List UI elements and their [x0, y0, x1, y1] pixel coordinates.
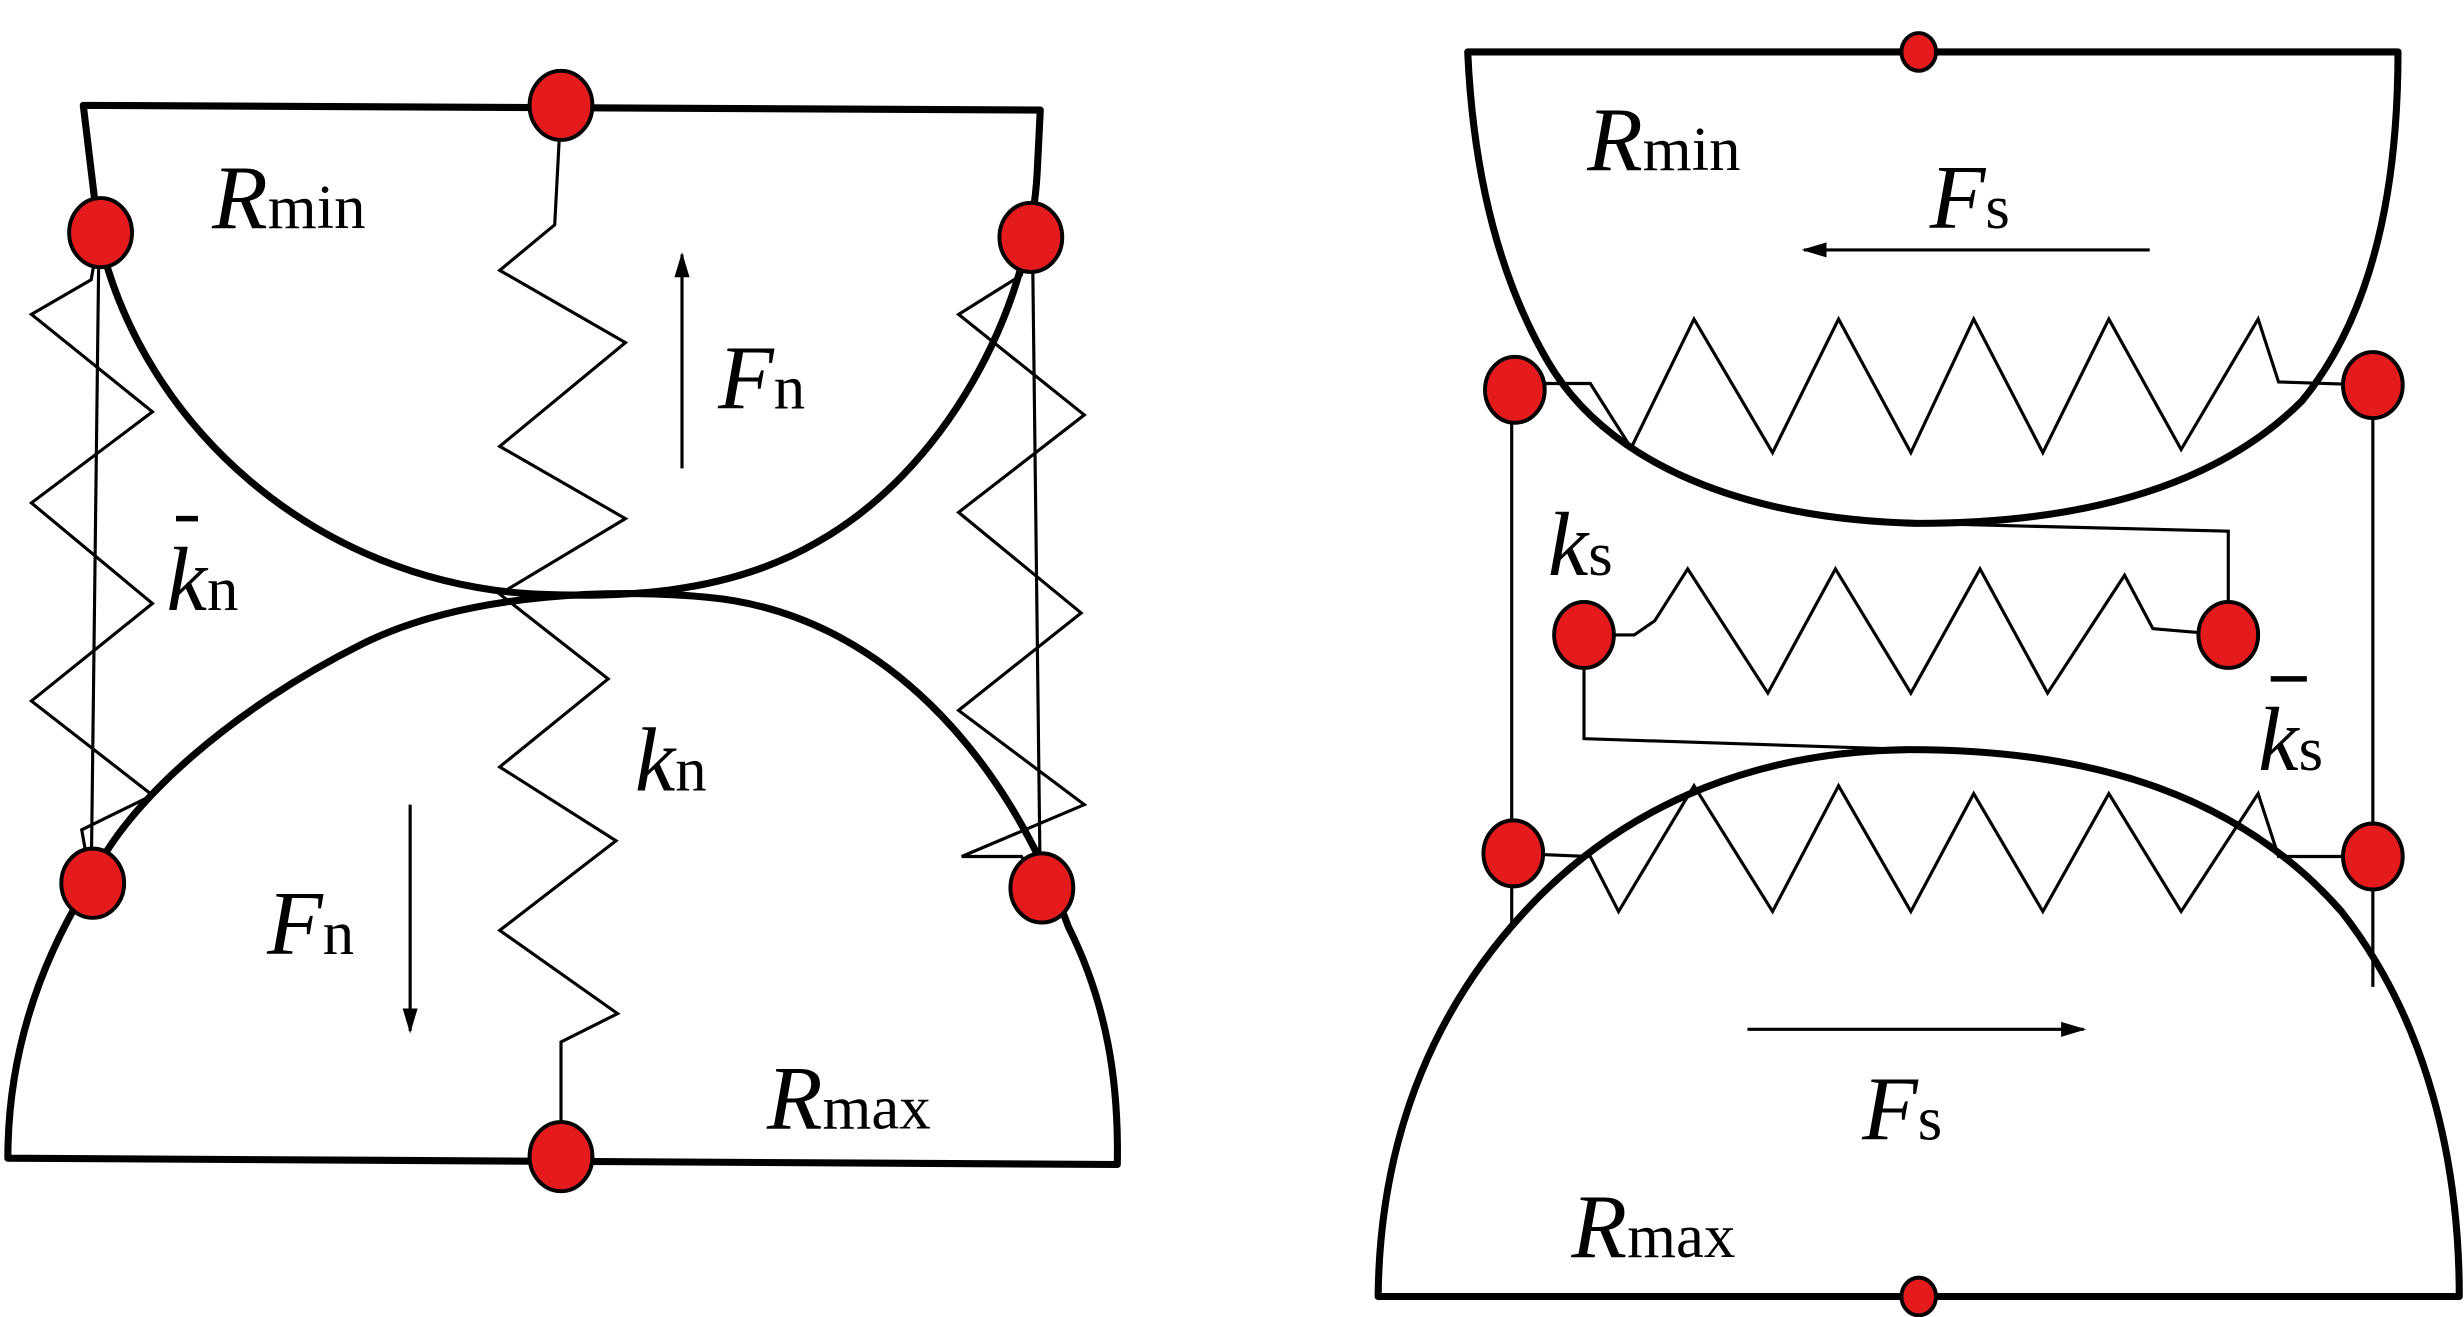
label-r-max: Rmax — [766, 1047, 931, 1148]
label-kn: kn — [635, 709, 707, 810]
node-upper-left — [1483, 354, 1547, 425]
label-ks: ks — [1548, 494, 1613, 595]
node-lower-left — [59, 846, 127, 920]
label-fn-down: Fn — [266, 873, 354, 974]
label-fs-top: Fs — [1929, 147, 2010, 248]
label-kn-bar: kn — [167, 529, 239, 630]
left-bond-link — [89, 235, 101, 884]
node-top — [527, 68, 595, 142]
lower-bond-spring — [1511, 782, 2373, 915]
center-normal-spring — [496, 105, 629, 1156]
upper-bond-spring — [1511, 315, 2373, 457]
node-mid-left — [1552, 599, 1616, 670]
node-upper-right — [997, 200, 1065, 274]
node-lower-left — [1481, 818, 1546, 889]
normal-contact-panel: Rmin Fn kn kn Fn Rmax — [4, 68, 1121, 1194]
node-upper-right — [2341, 350, 2405, 421]
left-bond-spring — [28, 235, 156, 884]
label-r-max: Rmax — [1570, 1176, 1735, 1277]
node-bottom — [527, 1120, 595, 1194]
label-fs-bottom: Fs — [1861, 1058, 1942, 1159]
shear-contact-panel: Rmin Fs ks ks Fs Rmax — [1374, 31, 2463, 1317]
label-ks-bar: ks — [2258, 689, 2323, 790]
label-r-min: Rmin — [1586, 89, 1740, 190]
right-bond-link — [1030, 238, 1042, 888]
node-mid-right — [2196, 599, 2261, 670]
lower-particle-outline — [4, 589, 1121, 1169]
label-r-min: Rmin — [211, 147, 365, 248]
node-bottom — [1899, 1275, 1938, 1317]
lower-particle-outline — [1374, 746, 2463, 1301]
center-shear-spring-coil — [1584, 565, 2227, 697]
node-lower-right — [1008, 851, 1076, 925]
label-fn-up: Fn — [717, 328, 805, 429]
center-shear-spring-link — [1917, 521, 2230, 635]
center-shear-spring — [1582, 634, 1918, 752]
node-lower-right — [2341, 821, 2405, 892]
right-bond-spring — [955, 238, 1088, 889]
node-upper-left — [67, 196, 134, 270]
node-top — [1899, 31, 1938, 73]
